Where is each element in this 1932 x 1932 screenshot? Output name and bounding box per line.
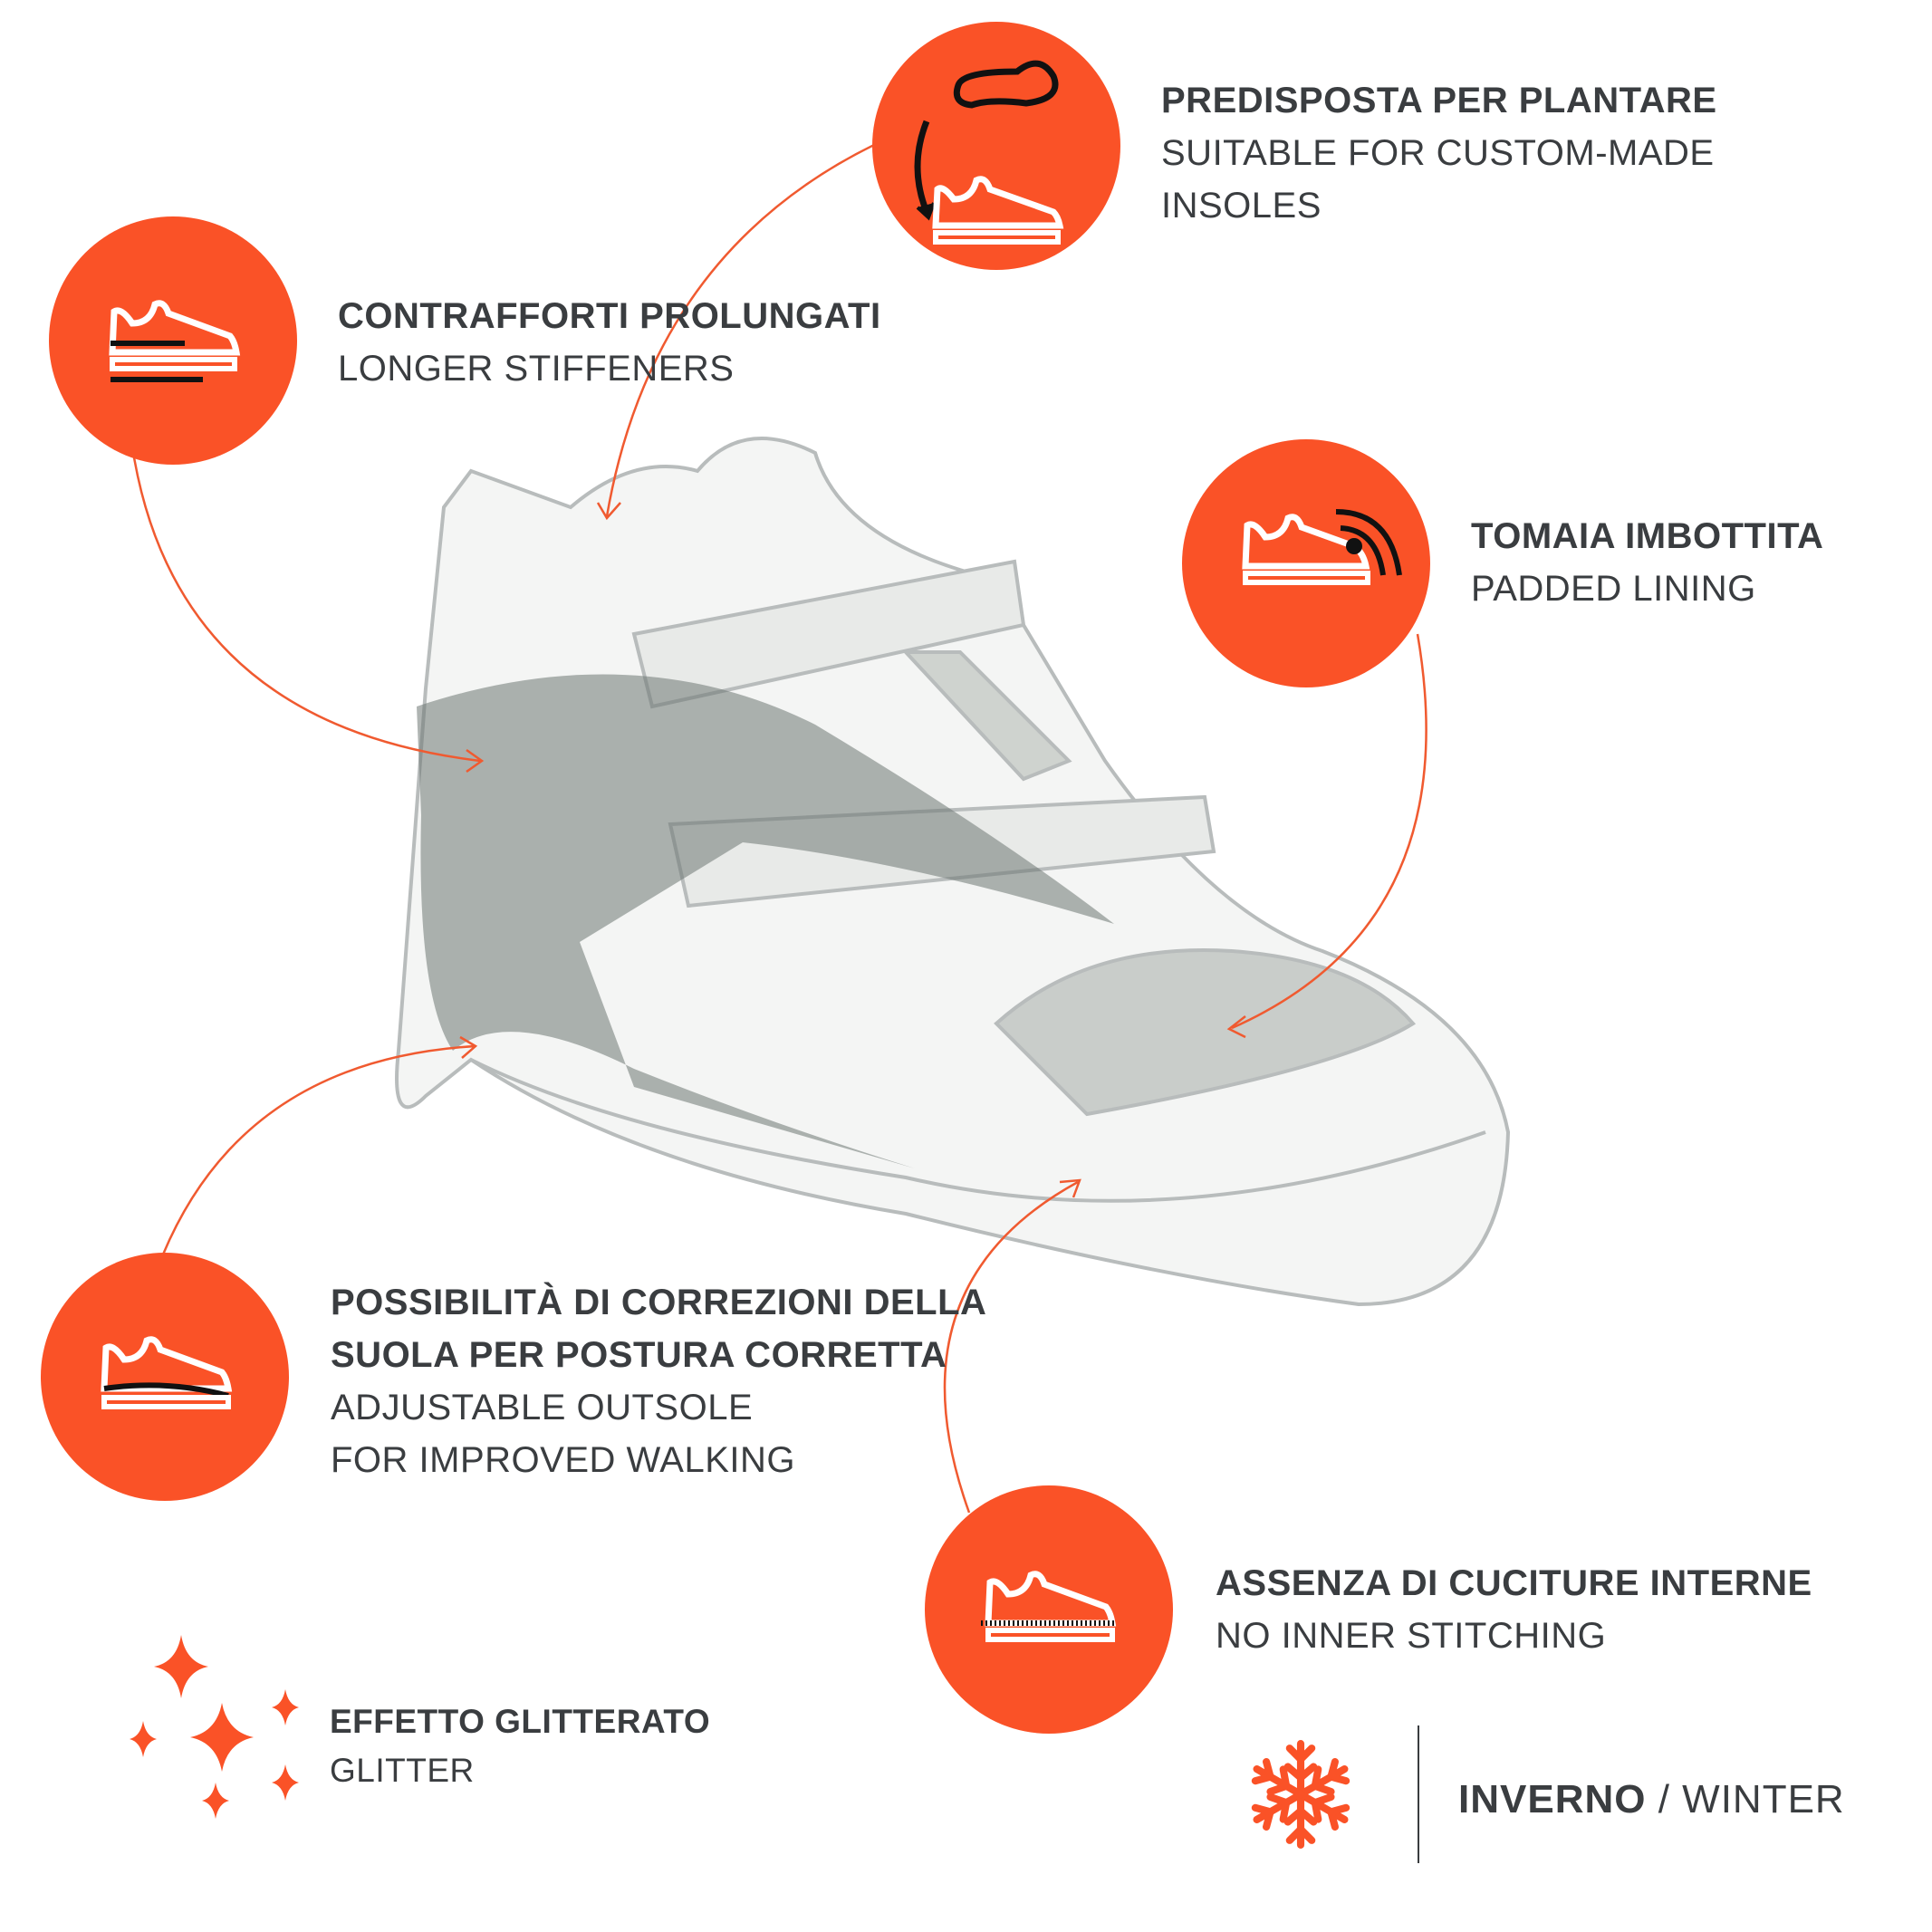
- glitter-title-it: EFFETTO GLITTERATO: [330, 1703, 711, 1740]
- feature-title-it: TOMAIA IMBOTTITA: [1471, 516, 1824, 556]
- insoles-icon-circle: [872, 22, 1120, 270]
- feature-title-en: LONGER STIFFENERS: [338, 349, 735, 389]
- feature-glitter: EFFETTO GLITTERATO GLITTER: [330, 1697, 710, 1795]
- glitter-title-en: GLITTER: [330, 1752, 475, 1789]
- outsole-icon-circle: [41, 1253, 289, 1501]
- snowflake-icon: [1245, 1740, 1356, 1850]
- feature-title-en: FOR IMPROVED WALKING: [331, 1440, 796, 1480]
- stitching-shoe-icon: [981, 1571, 1117, 1642]
- outsole-shoe-icon: [101, 1336, 233, 1409]
- feature-title-it: POSSIBILITÀ DI CORREZIONI DELLA: [331, 1283, 987, 1322]
- feature-lining: TOMAIA IMBOTTITA PADDED LINING: [1471, 510, 1823, 615]
- padded-shoe-icon: [1242, 509, 1402, 585]
- feature-insoles: PREDISPOSTA PER PLANTARE SUITABLE FOR CU…: [1161, 74, 1717, 232]
- feature-stiffeners: CONTRAFFORTI PROLUNGATI LONGER STIFFENER…: [338, 290, 881, 395]
- season-it: INVERNO: [1458, 1777, 1647, 1821]
- feature-title-it: CONTRAFFORTI PROLUNGATI: [338, 296, 881, 336]
- feature-title-it: ASSENZA DI CUCITURE INTERNE: [1216, 1563, 1812, 1603]
- stiffeners-icon-circle: [49, 216, 297, 465]
- feature-title-en: PADDED LINING: [1471, 569, 1756, 609]
- stiffener-shoe-icon: [109, 300, 241, 382]
- feature-title-it: PREDISPOSTA PER PLANTARE: [1161, 81, 1717, 120]
- feature-title-it: SUOLA PER POSTURA CORRETTA: [331, 1335, 947, 1375]
- season-separator: /: [1646, 1777, 1683, 1821]
- season-divider: [1418, 1725, 1419, 1863]
- lining-icon-circle: [1182, 439, 1430, 687]
- feature-title-en: SUITABLE FOR CUSTOM-MADE: [1161, 133, 1715, 173]
- feature-title-en: ADJUSTABLE OUTSOLE: [331, 1388, 754, 1427]
- season-label: INVERNO / WINTER: [1458, 1777, 1845, 1822]
- sparkles-icon: [130, 1635, 299, 1819]
- feature-stitching: ASSENZA DI CUCITURE INTERNE NO INNER STI…: [1216, 1557, 1812, 1662]
- insole-shoe-icon: [914, 60, 1064, 245]
- feature-title-en: NO INNER STITCHING: [1216, 1616, 1607, 1656]
- stitching-icon-circle: [925, 1485, 1173, 1734]
- season-en: WINTER: [1682, 1777, 1845, 1821]
- feature-title-en: INSOLES: [1161, 186, 1322, 226]
- feature-outsole: POSSIBILITÀ DI CORREZIONI DELLA SUOLA PE…: [331, 1276, 986, 1486]
